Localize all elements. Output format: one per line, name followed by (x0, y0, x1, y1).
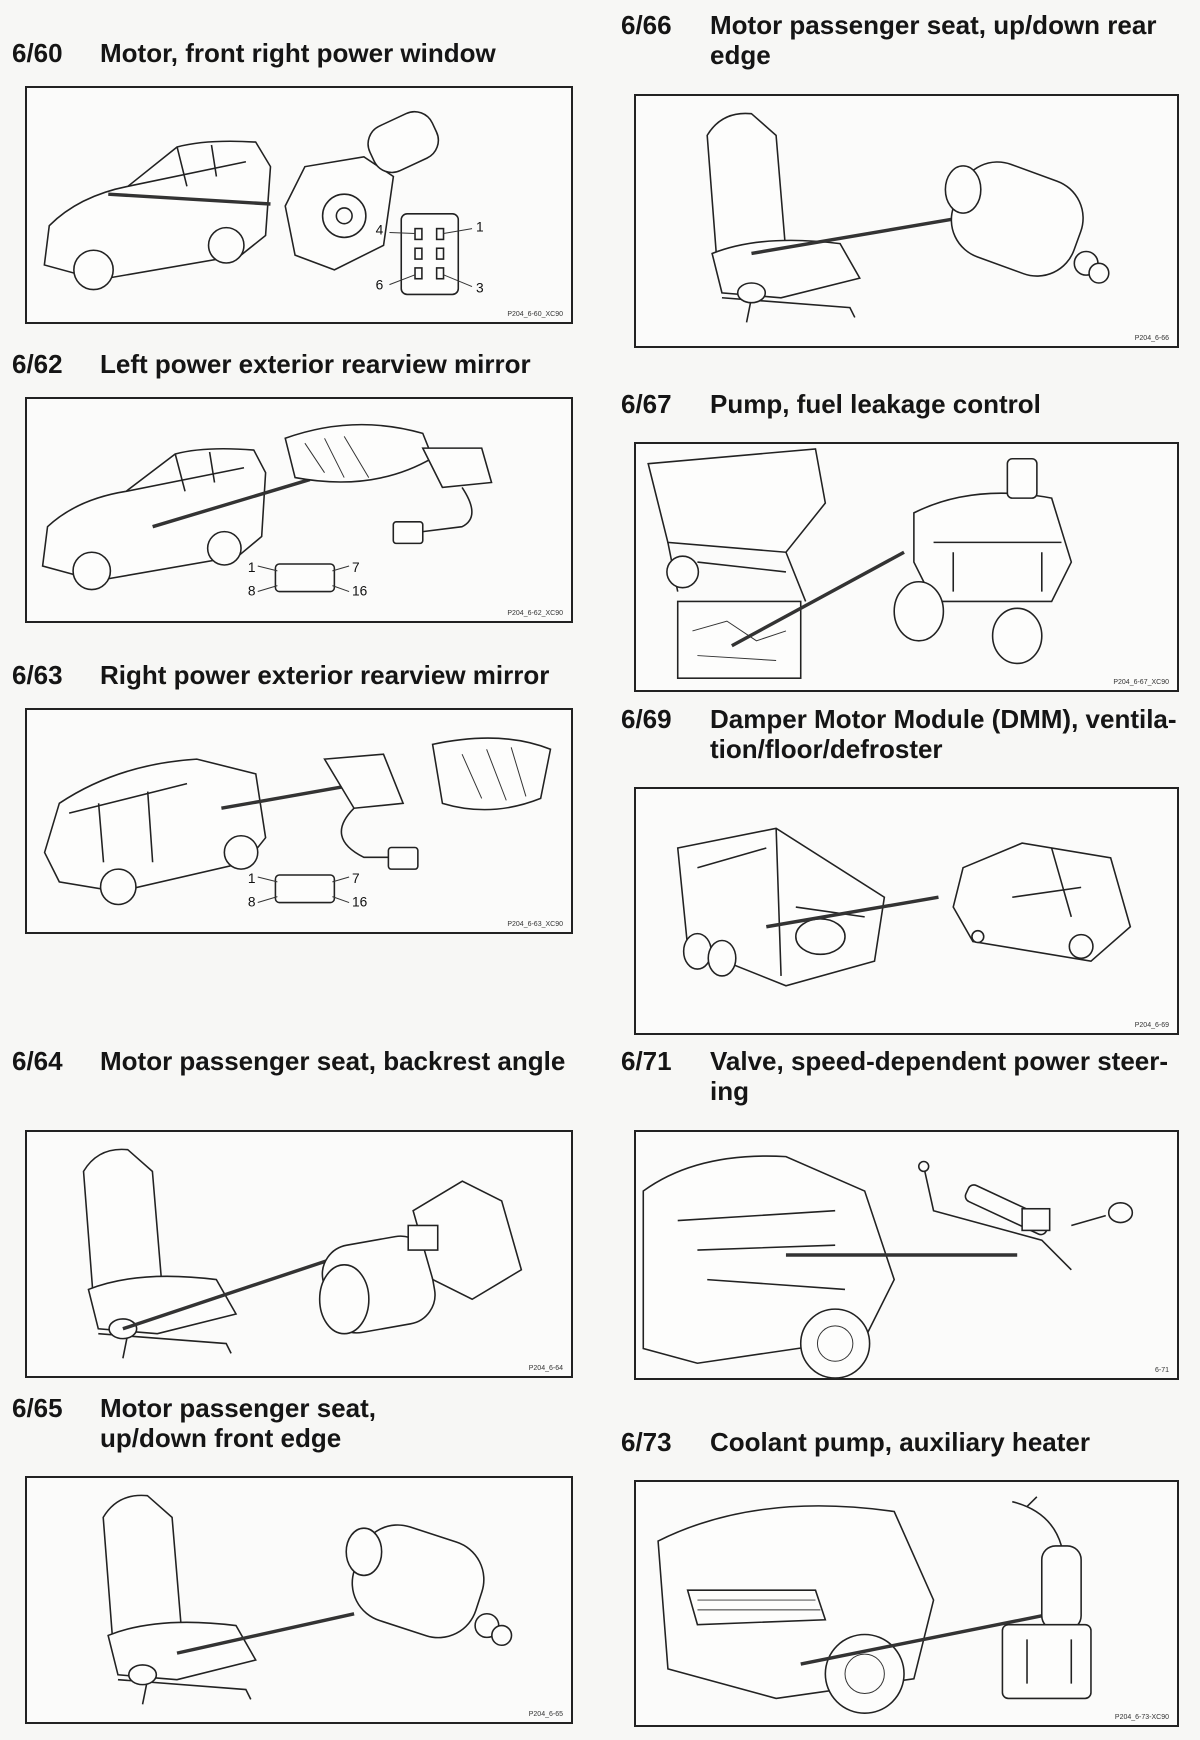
figure-damper-motor-module: P204_6-69 (634, 787, 1179, 1035)
illustration-power-window-motor: 4 1 6 3 (43, 110, 484, 296)
figure-rear-edge-motor: P204_6-66 (634, 94, 1179, 348)
mirror-part (323, 737, 552, 870)
section-heading: 6/63 Right power exterior rearview mirro… (12, 660, 572, 694)
illustration-right-mirror: 1 7 8 16 (43, 737, 552, 910)
figure-code: P204_6-73-XC90 (1114, 1714, 1169, 1721)
pin-label: 3 (476, 281, 484, 296)
section-heading: 6/67 Pump, fuel leakage control (621, 389, 1191, 423)
figure-right-mirror: 1 7 8 16 P204_6-63_XC90 (25, 708, 573, 934)
motor-part (284, 110, 440, 271)
section-number: 6/64 (12, 1046, 63, 1076)
figure-code: P204_6-65 (528, 1711, 563, 1718)
section-number: 6/73 (621, 1427, 672, 1457)
section-number: 6/66 (621, 10, 672, 40)
section-number: 6/63 (12, 660, 63, 690)
pin-label: 1 (248, 560, 256, 575)
section-title: Motor passenger seat, backrest angle (100, 1046, 566, 1076)
figure-power-steering-valve: 6-71 (634, 1130, 1179, 1380)
pin-label: 7 (352, 560, 360, 575)
pump-part (893, 457, 1073, 665)
suv-outline (43, 758, 267, 906)
motor-part (944, 161, 1110, 284)
illustration-backrest-motor (82, 1148, 523, 1359)
section-title: Motor, front right power window (100, 38, 496, 68)
section-number: 6/60 (12, 38, 63, 68)
pin-label: 4 (376, 222, 384, 237)
section-title: Motor passenger seat, up/down front edge (100, 1393, 376, 1453)
motor-part (345, 1524, 513, 1647)
figure-fuel-leakage-pump: P204_6-67_XC90 (634, 442, 1179, 692)
pin-label: 7 (352, 871, 360, 886)
section-heading: 6/71 Valve, speed-dependent power steer-… (621, 1046, 1191, 1110)
section-title: Valve, speed-dependent power steer-ing (710, 1046, 1169, 1106)
pin-label: 8 (248, 583, 256, 598)
mirror-part (284, 423, 493, 545)
connector-diagram: 4 1 6 3 (376, 213, 484, 296)
illustration-damper-motor-module (676, 827, 1132, 987)
section-title: Left power exterior rearview mirror (100, 349, 531, 379)
illustration-fuel-leakage-pump (647, 448, 1073, 679)
figure-power-window-motor: 4 1 6 3 P204_6-60_XC90 (25, 86, 573, 324)
figure-code: P204_6-63_XC90 (507, 921, 563, 928)
illustration-front-edge-motor (102, 1494, 513, 1705)
pin-label: 6 (376, 278, 384, 293)
section-title: Right power exterior rearview mirror (100, 660, 550, 690)
illustration-power-steering-valve (642, 1155, 1134, 1378)
illustration-rear-edge-motor (706, 112, 1110, 323)
engine-bay (642, 1155, 896, 1378)
connector-diagram: 1 7 8 16 (248, 871, 368, 910)
pin-label: 1 (248, 871, 256, 886)
motor-part (318, 1180, 523, 1335)
steering-rack-part (918, 1160, 1134, 1271)
section-number: 6/62 (12, 349, 63, 379)
connector-diagram: 1 7 8 16 (248, 560, 368, 599)
coolant-pump-part (1001, 1496, 1092, 1700)
section-title: Coolant pump, auxiliary heater (710, 1427, 1090, 1457)
figure-code: P204_6-66 (1134, 335, 1169, 342)
pin-label: 16 (352, 894, 368, 909)
figure-left-mirror: 1 7 8 16 P204_6-62_XC90 (25, 397, 573, 623)
car-front (657, 1505, 935, 1714)
seat-outline (706, 112, 861, 323)
section-heading: 6/73 Coolant pump, auxiliary heater (621, 1427, 1191, 1461)
seat-outline (82, 1148, 238, 1359)
section-number: 6/67 (621, 389, 672, 419)
section-title: Motor passenger seat, up/down rear edge (710, 10, 1157, 70)
figure-coolant-pump: P204_6-73-XC90 (634, 1480, 1179, 1727)
pin-label: 8 (248, 894, 256, 909)
suv-outline (43, 140, 272, 291)
figure-backrest-motor: P204_6-64 (25, 1130, 573, 1378)
pin-label: 1 (476, 220, 484, 235)
section-heading: 6/65 Motor passenger seat, up/down front… (12, 1393, 572, 1457)
figure-code: P204_6-62_XC90 (507, 610, 563, 617)
dmm-part (952, 842, 1132, 963)
section-title: Pump, fuel leakage control (710, 389, 1041, 419)
seat-outline (102, 1494, 257, 1705)
figure-code: P204_6-64 (528, 1365, 563, 1372)
section-heading: 6/64 Motor passenger seat, backrest angl… (12, 1046, 592, 1080)
illustration-coolant-pump (657, 1496, 1092, 1714)
section-heading: 6/66 Motor passenger seat, up/down rear … (621, 10, 1191, 74)
figure-code: P204_6-69 (1134, 1022, 1169, 1029)
section-heading: 6/60 Motor, front right power window (12, 38, 572, 72)
section-title: Damper Motor Module (DMM), ventila-tion/… (710, 704, 1177, 764)
section-number: 6/71 (621, 1046, 672, 1076)
figure-front-edge-motor: P204_6-65 (25, 1476, 573, 1724)
illustration-left-mirror: 1 7 8 16 (41, 423, 493, 599)
section-heading: 6/69 Damper Motor Module (DMM), ventila-… (621, 704, 1191, 768)
figure-code: 6-71 (1154, 1367, 1169, 1374)
hvac-unit (676, 827, 886, 987)
section-number: 6/69 (621, 704, 672, 734)
section-number: 6/65 (12, 1393, 63, 1423)
suv-outline (41, 447, 267, 591)
pin-label: 16 (352, 583, 368, 598)
figure-code: P204_6-67_XC90 (1113, 679, 1169, 686)
figure-code: P204_6-60_XC90 (507, 311, 563, 318)
section-heading: 6/62 Left power exterior rearview mirror (12, 349, 572, 383)
